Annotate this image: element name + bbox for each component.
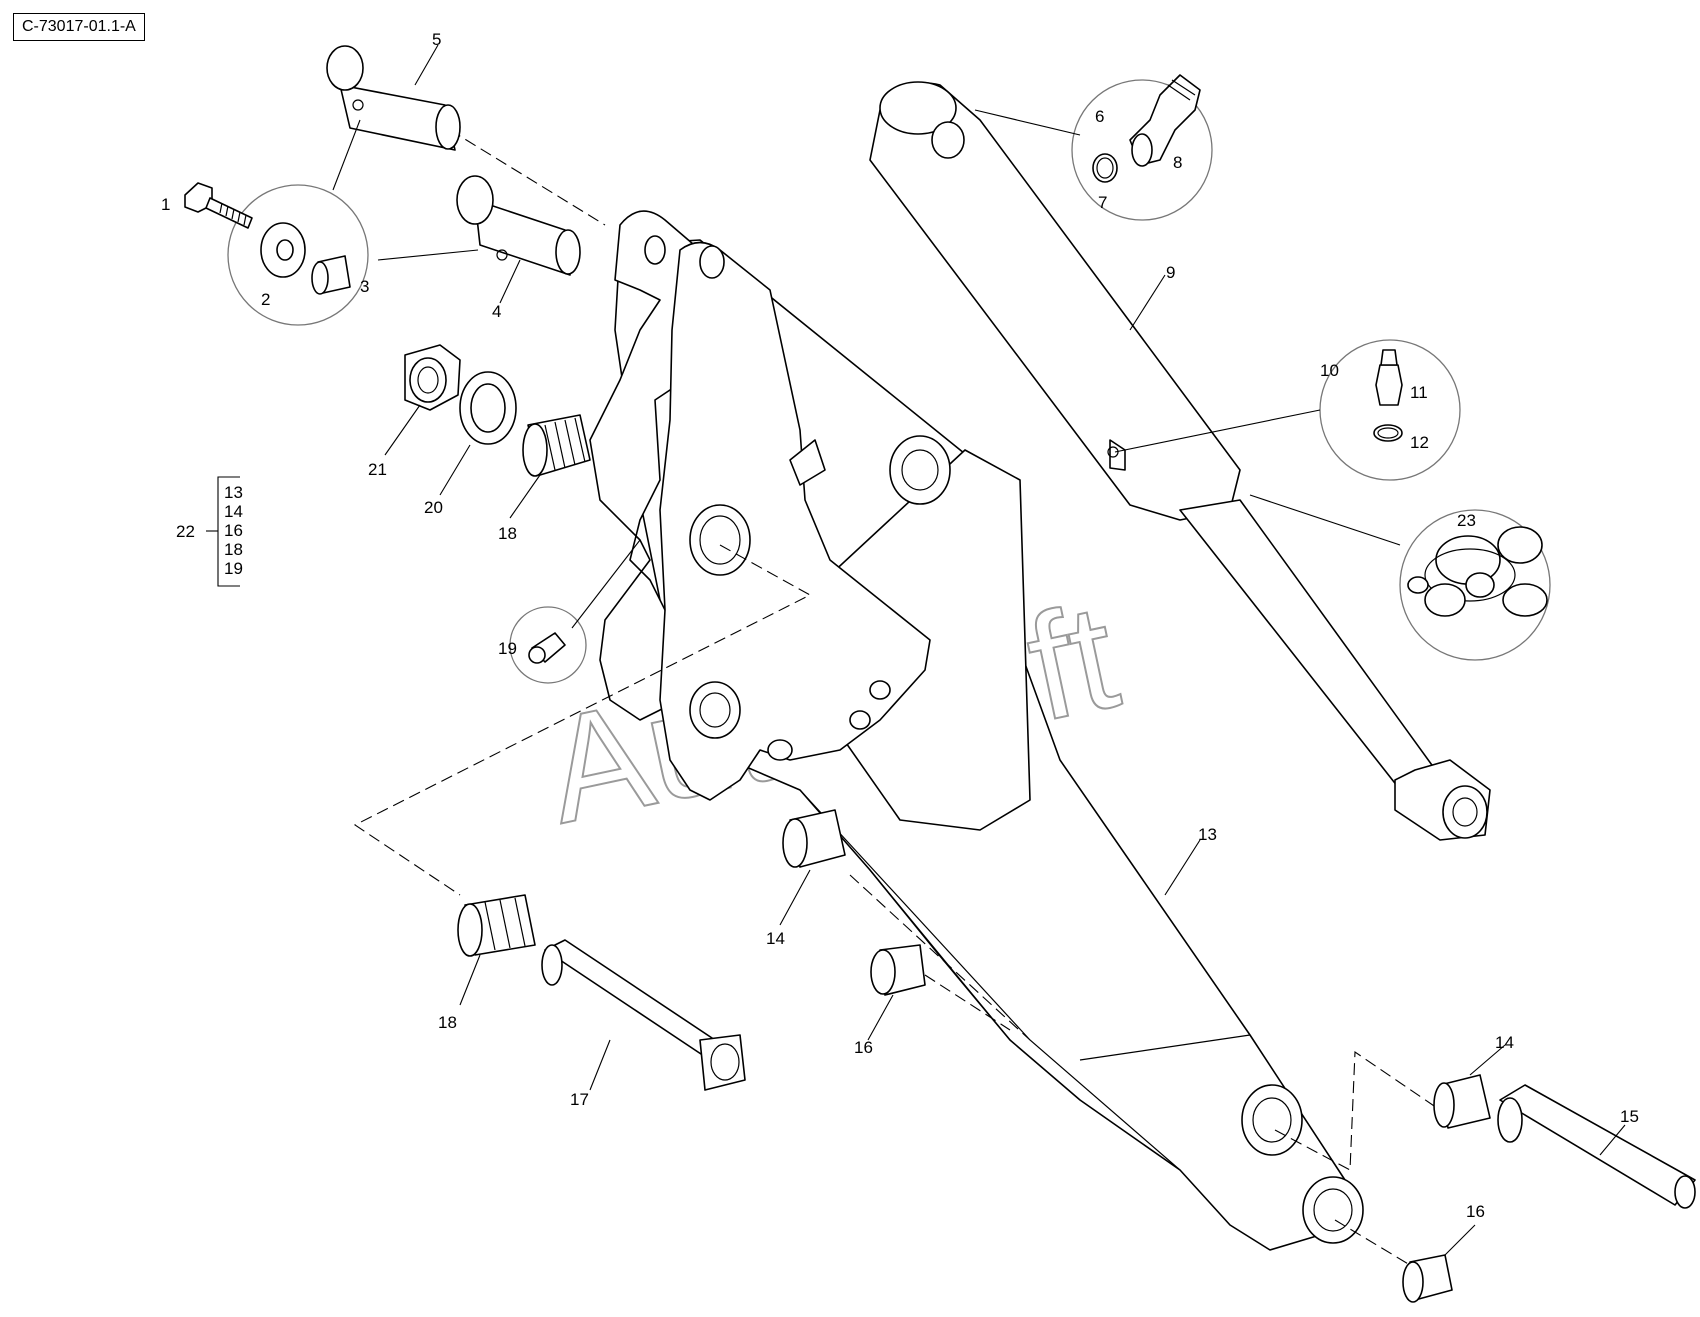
callout-5: 5 bbox=[432, 30, 441, 49]
pin-5 bbox=[326, 45, 461, 151]
callout-16-middle: 16 bbox=[854, 1038, 873, 1057]
callout-14-middle: 14 bbox=[766, 929, 785, 948]
callout-3: 3 bbox=[360, 277, 369, 296]
callout-8: 8 bbox=[1173, 153, 1182, 172]
callout-7: 7 bbox=[1098, 193, 1107, 212]
callout-12: 12 bbox=[1410, 433, 1429, 452]
callout-11: 11 bbox=[1410, 383, 1428, 402]
assembly-line-pin17 bbox=[353, 544, 812, 896]
needle-bearing-18-lower bbox=[457, 894, 536, 957]
callout-19: 19 bbox=[498, 639, 517, 658]
detail-circle-seal-kit bbox=[1399, 509, 1551, 661]
callout-10: 10 bbox=[1320, 361, 1339, 380]
kit-22-item: 16 bbox=[224, 521, 243, 540]
kit-22-item: 13 bbox=[224, 483, 243, 502]
elbow-fitting-8 bbox=[1129, 74, 1201, 167]
callout-17: 17 bbox=[570, 1090, 589, 1109]
callout-labels: 1 2 3 4 5 6 7 8 9 10 11 12 13 14 14 15 1… bbox=[161, 30, 1639, 1221]
callout-2: 2 bbox=[261, 290, 270, 309]
spacer-3 bbox=[311, 255, 351, 295]
pin-4 bbox=[456, 175, 581, 276]
bushing-16-middle bbox=[870, 944, 926, 996]
washer-2 bbox=[260, 222, 306, 278]
assembly-line-pin15 bbox=[1274, 1050, 1441, 1171]
callout-9: 9 bbox=[1166, 263, 1175, 282]
assembly-line-pin5 bbox=[449, 129, 606, 226]
callout-22: 22 bbox=[176, 522, 195, 541]
callout-13: 13 bbox=[1198, 825, 1217, 844]
callout-20: 20 bbox=[424, 498, 443, 517]
detail-circle-bolt-kit bbox=[227, 184, 369, 326]
kit-22-item: 19 bbox=[224, 559, 243, 578]
pin-15 bbox=[1497, 1084, 1696, 1209]
bushing-16-lower bbox=[1402, 1254, 1453, 1303]
needle-bearing-18-top bbox=[522, 414, 591, 477]
detail-circle-elbow-fitting bbox=[1071, 79, 1213, 221]
callout-4: 4 bbox=[492, 302, 501, 321]
callout-23: 23 bbox=[1457, 511, 1476, 530]
callout-21: 21 bbox=[368, 460, 387, 479]
assembly-line-bushing14 bbox=[849, 874, 1031, 1041]
diagram-reference-code: C-73017-01.1-A bbox=[13, 13, 145, 41]
leader-lines bbox=[332, 44, 1626, 1256]
mounting-bracket bbox=[589, 210, 951, 801]
detail-circle-grease-nipple bbox=[509, 606, 587, 684]
assembly-line-bushing16b bbox=[1334, 1219, 1411, 1266]
kit-22-bracket bbox=[206, 476, 240, 587]
washer-20 bbox=[459, 371, 517, 445]
callout-1: 1 bbox=[161, 195, 170, 214]
callout-16-lower: 16 bbox=[1466, 1202, 1485, 1221]
kit-22-item: 14 bbox=[224, 502, 243, 521]
callout-6: 6 bbox=[1095, 107, 1104, 126]
bolt-1 bbox=[184, 182, 253, 229]
boom-bore-lower bbox=[1302, 1176, 1364, 1244]
callout-18-top: 18 bbox=[498, 524, 517, 543]
boom-bore-upper bbox=[1241, 1084, 1303, 1156]
kit-22-item-list: 13 14 16 18 19 bbox=[224, 483, 243, 578]
callout-18-lower: 18 bbox=[438, 1013, 457, 1032]
adapter-11 bbox=[1375, 349, 1403, 406]
needle-bearing-14-middle bbox=[782, 809, 846, 868]
nut-21 bbox=[404, 344, 461, 411]
seal-kit-23 bbox=[1407, 526, 1548, 617]
grease-nipple-19 bbox=[528, 632, 566, 664]
kit-22-item: 18 bbox=[224, 540, 243, 559]
callout-14-lower: 14 bbox=[1495, 1033, 1514, 1052]
pin-17 bbox=[541, 939, 746, 1091]
callout-15: 15 bbox=[1620, 1107, 1639, 1126]
hydraulic-cylinder bbox=[869, 81, 1491, 841]
needle-bearing-14-lower bbox=[1433, 1074, 1491, 1129]
